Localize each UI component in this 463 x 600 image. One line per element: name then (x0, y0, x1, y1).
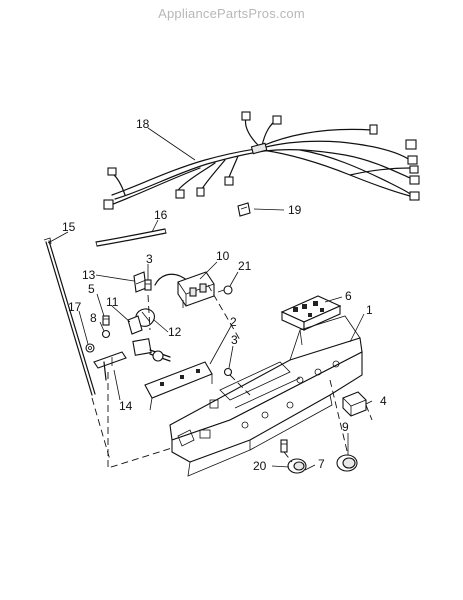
callout-18: 17 (68, 300, 82, 314)
callout-5: 5 (88, 282, 95, 296)
callout-17: 16 (154, 208, 168, 222)
callout-6: 6 (345, 289, 352, 303)
part-4-socket (342, 391, 367, 417)
callout-11: 11 (106, 295, 119, 309)
callout-9: 10 (216, 249, 230, 263)
callout-21: 21 (238, 259, 252, 273)
part-15-knob (287, 458, 307, 474)
part-11-damper (127, 315, 171, 362)
callout-19: 18 (136, 117, 150, 131)
callout-10: 9 (342, 420, 349, 434)
part-2-bracket (144, 361, 213, 411)
callout-12: 12 (168, 325, 182, 339)
part-13-bracket (133, 271, 147, 293)
part-3-screw-lower (223, 367, 233, 377)
callout-14: 14 (119, 399, 133, 413)
part-20-clip (237, 202, 251, 217)
part-10-knob (336, 454, 358, 472)
part-3-screw-upper (144, 279, 152, 291)
part-18-washer (85, 343, 95, 353)
callout-2: 2 (230, 315, 237, 329)
callout-1: 1 (366, 303, 373, 317)
watermark: AppliancePartsPros.com (158, 6, 305, 21)
callout-3-lower: 3 (231, 333, 238, 347)
assembly-lines (91, 284, 373, 469)
part-7-screw (280, 439, 288, 453)
callout-15: 20 (253, 459, 267, 473)
part-9-switch (154, 271, 215, 308)
callout-labels: 18 19 16 15 10 3 21 13 5 6 11 17 1 8 2 1… (62, 117, 387, 473)
part-21-screw (217, 285, 233, 295)
part-5-screw (102, 315, 110, 326)
callout-3-upper: 3 (146, 252, 153, 266)
callout-4: 4 (380, 394, 387, 408)
part-6-control-board (280, 295, 342, 331)
callout-8: 8 (90, 311, 97, 325)
part-16-rod (43, 237, 96, 396)
callout-13: 13 (82, 268, 96, 282)
leader-lines (47, 127, 373, 471)
part-1-housing (169, 315, 363, 477)
wire-harness (103, 111, 420, 210)
part-14-lever (93, 351, 127, 381)
callout-7: 7 (318, 457, 325, 471)
callout-16: 15 (62, 220, 76, 234)
callout-20: 19 (288, 203, 302, 217)
part-8-screw (101, 329, 111, 339)
part-17-tube (95, 228, 167, 247)
